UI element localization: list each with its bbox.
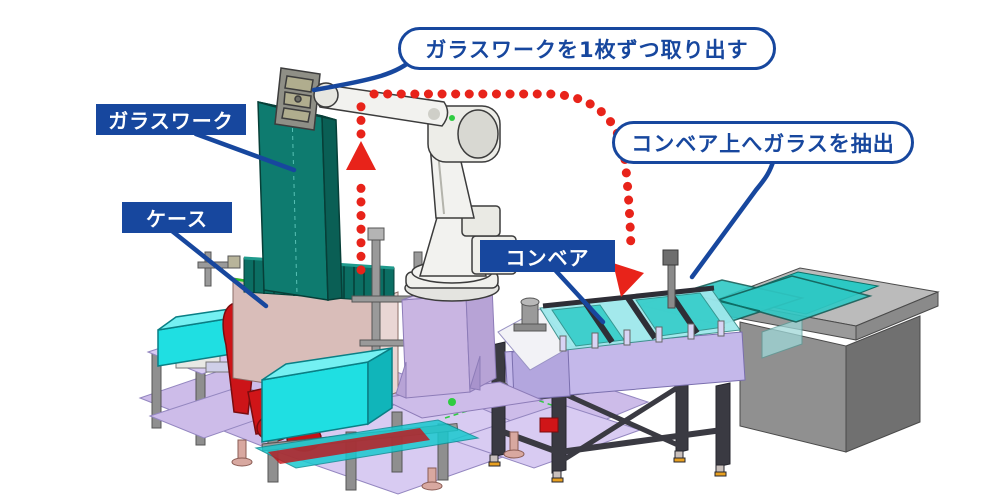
mid-station [231,346,525,491]
callout-pick-glass-text: ガラスワークを1枚ずつ取り出す [425,37,749,62]
robot-gripper [274,67,321,131]
leader-extract-callout [689,156,777,280]
robot-pedestal [378,285,544,419]
callout-pick-glass: ガラスワークを1枚ずつ取り出す [398,27,776,70]
conveyor-unit [488,249,746,483]
cyan-box-large [261,346,393,443]
label-conveyor-text: コンベア [505,245,590,270]
lifted-glass-sheet [257,101,343,301]
label-case-text: ケース [146,207,208,231]
leader-conveyor [553,268,606,325]
conveyor-motor [513,297,547,332]
label-glass-work-text: ガラスワーク [108,109,234,133]
callout-extract-glass-text: コンベア上へガラスを抽出 [631,131,895,156]
leader-pick-callout [311,55,417,93]
up-arrowhead [346,141,376,170]
leader-case [169,228,269,309]
label-case: ケース [122,202,232,233]
label-conveyor: コンベア [480,240,615,272]
callout-extract-glass: コンベア上へガラスを抽出 [612,121,914,164]
conveyor-red-unit [539,417,559,433]
glass-tray [761,317,803,359]
sensor-post [662,249,679,309]
green-marker [448,398,456,406]
leader-glasswork [193,131,297,173]
leveling-feet [231,431,525,491]
label-glass-work: ガラスワーク [96,104,246,135]
down-arrowhead [613,263,644,297]
under-shelf-red [268,428,430,464]
